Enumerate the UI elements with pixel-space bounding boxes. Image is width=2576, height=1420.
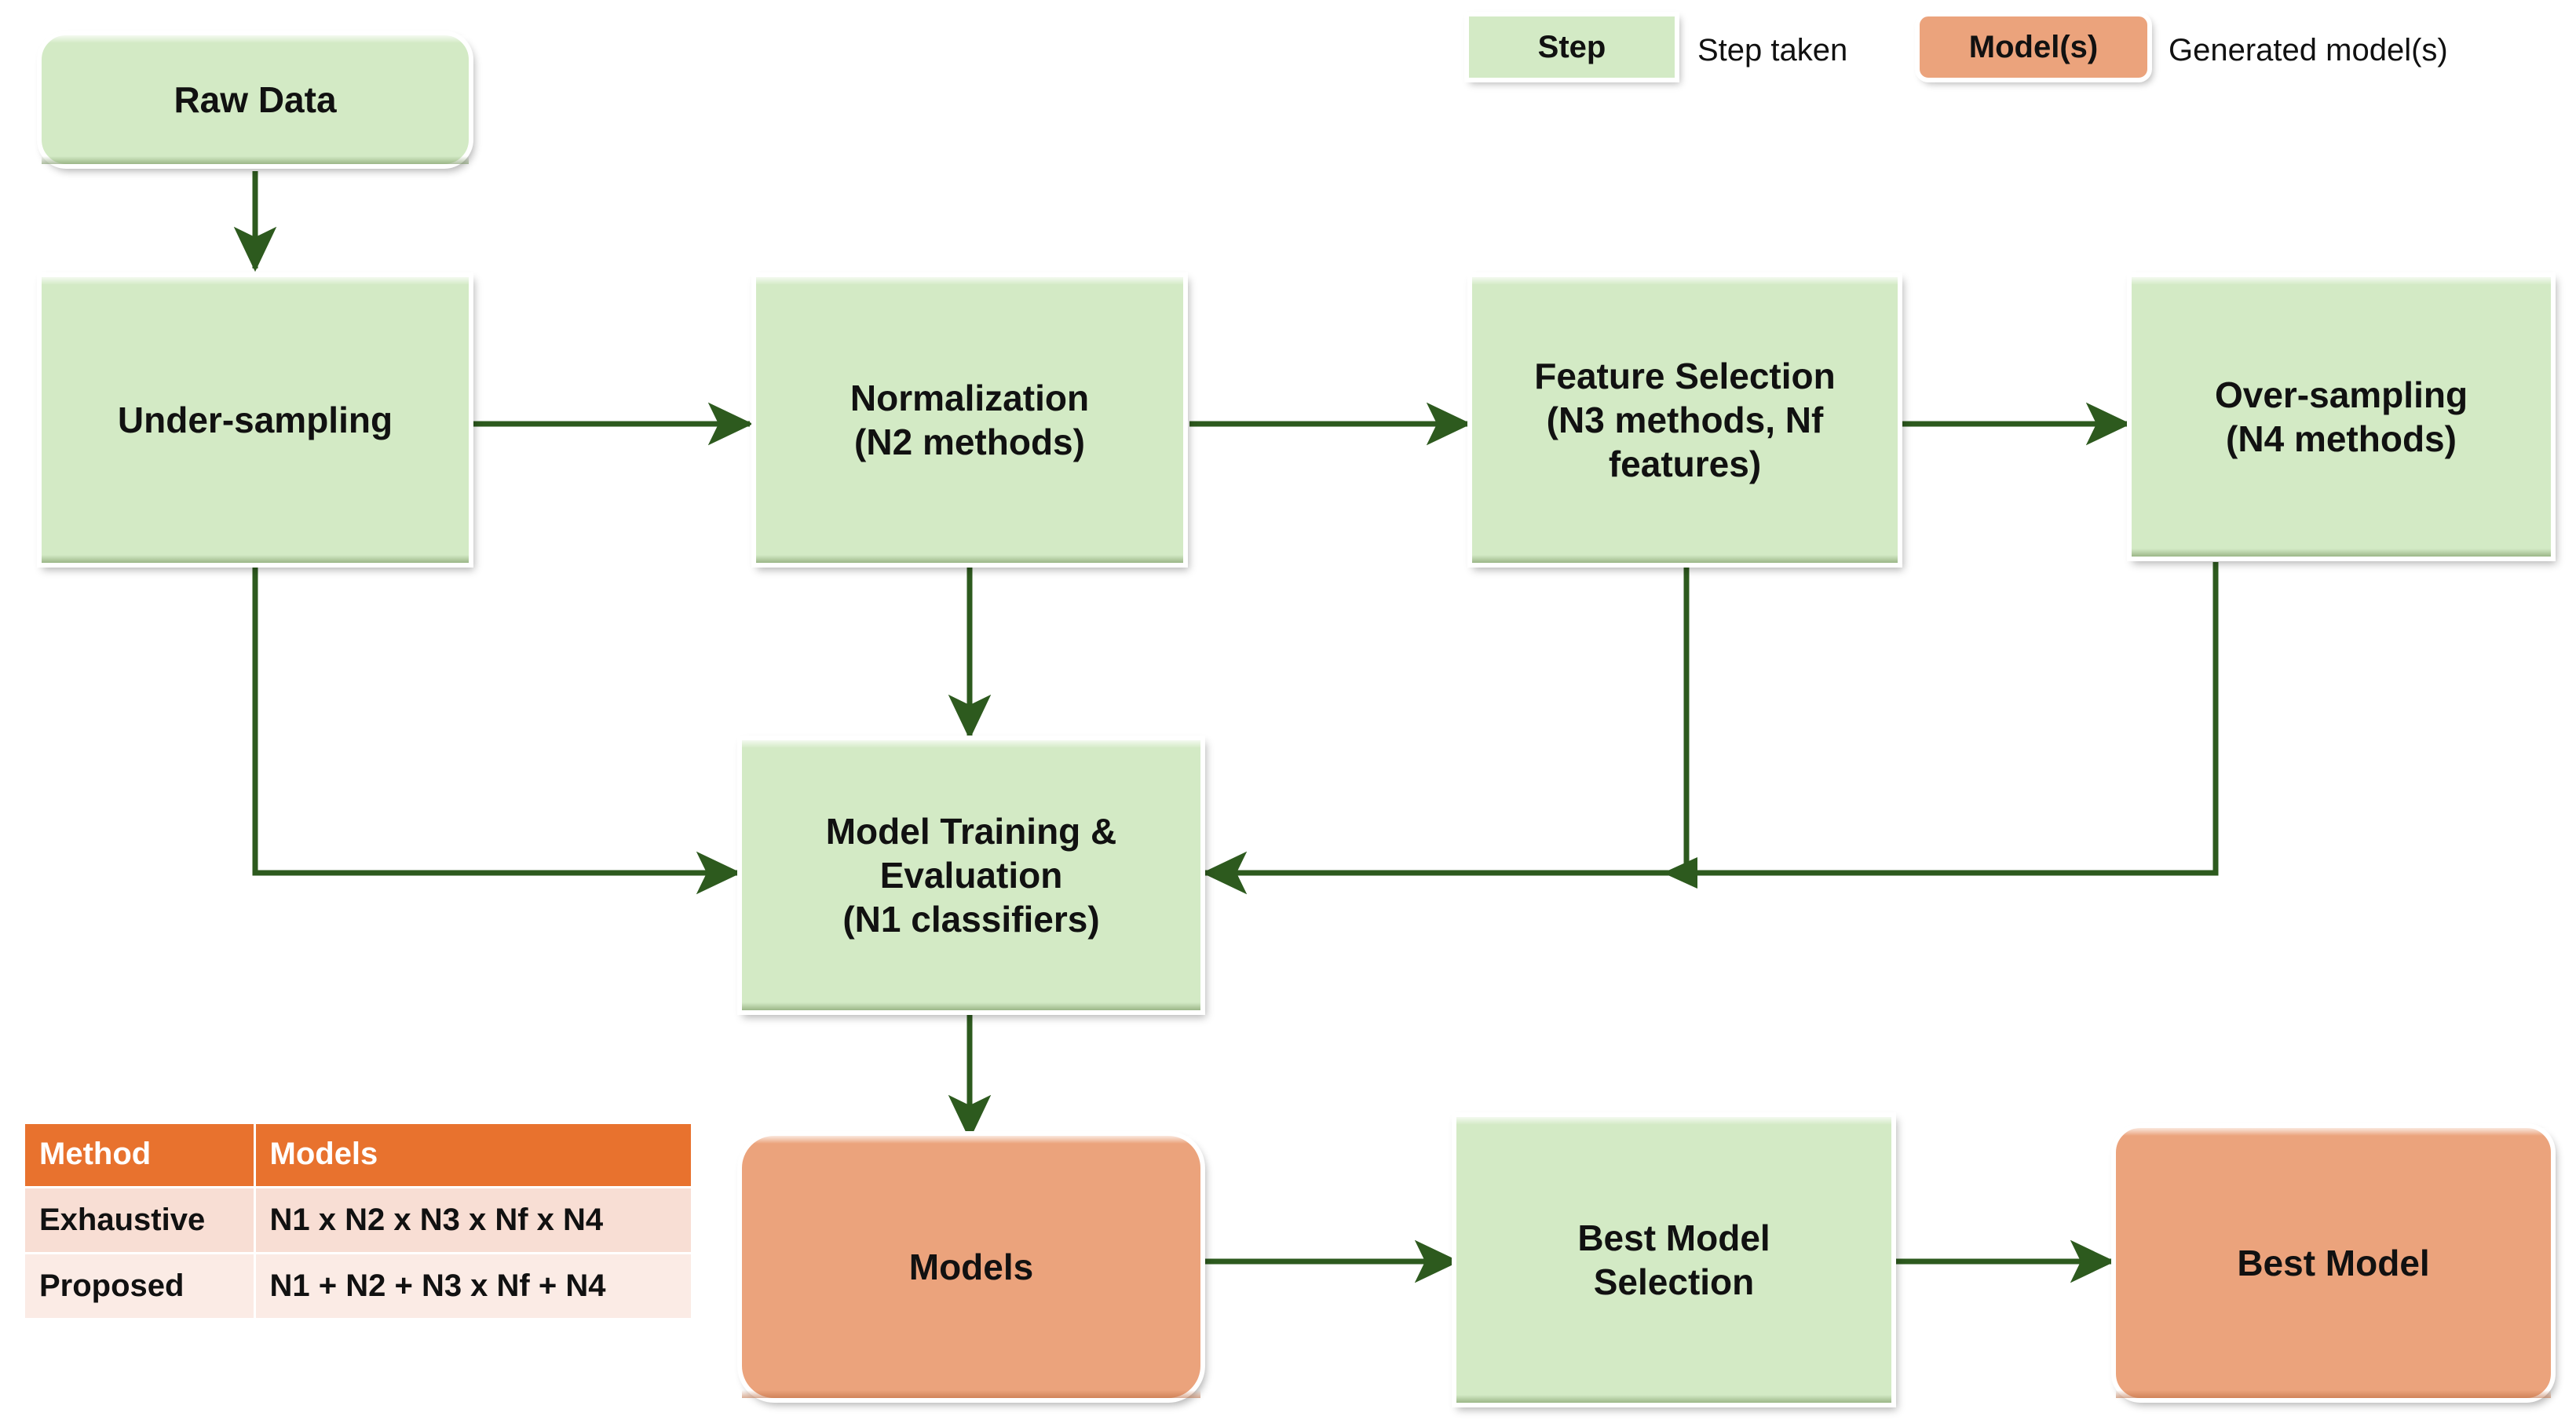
node-model-training-label: Model Training & Evaluation (N1 classifi…	[825, 810, 1117, 940]
edge-featureselection-join-arrowhead	[1663, 857, 1697, 889]
table-row: Exhaustive N1 x N2 x N3 x Nf x N4	[25, 1186, 691, 1254]
node-best-model[interactable]: Best Model	[2114, 1126, 2553, 1400]
table-header-method: Method	[25, 1124, 256, 1188]
node-raw-data[interactable]: Raw Data	[39, 33, 471, 166]
node-feature-selection-label: Feature Selection (N3 methods, Nf featur…	[1534, 355, 1836, 485]
table-cell-models: N1 + N2 + N3 x Nf + N4	[254, 1252, 691, 1318]
table-cell-method: Exhaustive	[25, 1186, 256, 1254]
method-models-table: Method Models Exhaustive N1 x N2 x N3 x …	[25, 1124, 691, 1318]
node-normalization[interactable]: Normalization (N2 methods)	[754, 275, 1186, 565]
node-under-sampling-label: Under-sampling	[117, 399, 393, 440]
node-model-training[interactable]: Model Training & Evaluation (N1 classifi…	[740, 738, 1203, 1013]
edge-undersampling-to-modeltraining	[252, 567, 742, 895]
table-header-models: Models	[254, 1124, 691, 1188]
node-models-label: Models	[908, 1246, 1034, 1287]
table-cell-models: N1 x N2 x N3 x Nf x N4	[254, 1186, 691, 1254]
node-under-sampling[interactable]: Under-sampling	[39, 275, 471, 565]
legend-model-label: Model(s)	[1968, 29, 2099, 64]
node-normalization-label: Normalization (N2 methods)	[850, 377, 1090, 462]
node-over-sampling[interactable]: Over-sampling (N4 methods)	[2129, 275, 2553, 559]
legend-model-swatch: Model(s)	[1917, 14, 2150, 80]
table-header-row: Method Models	[25, 1124, 691, 1188]
node-raw-data-label: Raw Data	[174, 78, 337, 120]
legend-step-caption: Step taken	[1697, 33, 1848, 68]
node-over-sampling-label: Over-sampling (N4 methods)	[2214, 374, 2468, 459]
table-cell-method: Proposed	[25, 1252, 256, 1318]
node-best-model-selection[interactable]: Best Model Selection	[1454, 1115, 1894, 1405]
legend-step-swatch: Step	[1467, 14, 1677, 80]
legend-model-caption: Generated model(s)	[2169, 33, 2448, 68]
table-row: Proposed N1 + N2 + N3 x Nf + N4	[25, 1252, 691, 1318]
node-feature-selection[interactable]: Feature Selection (N3 methods, Nf featur…	[1470, 275, 1900, 565]
node-best-model-selection-label: Best Model Selection	[1577, 1217, 1770, 1302]
edge-oversampling-to-modeltraining	[1201, 562, 2219, 895]
node-best-model-label: Best Model	[2237, 1242, 2430, 1283]
node-models[interactable]: Models	[740, 1133, 1203, 1400]
legend-step-label: Step	[1537, 29, 1606, 64]
